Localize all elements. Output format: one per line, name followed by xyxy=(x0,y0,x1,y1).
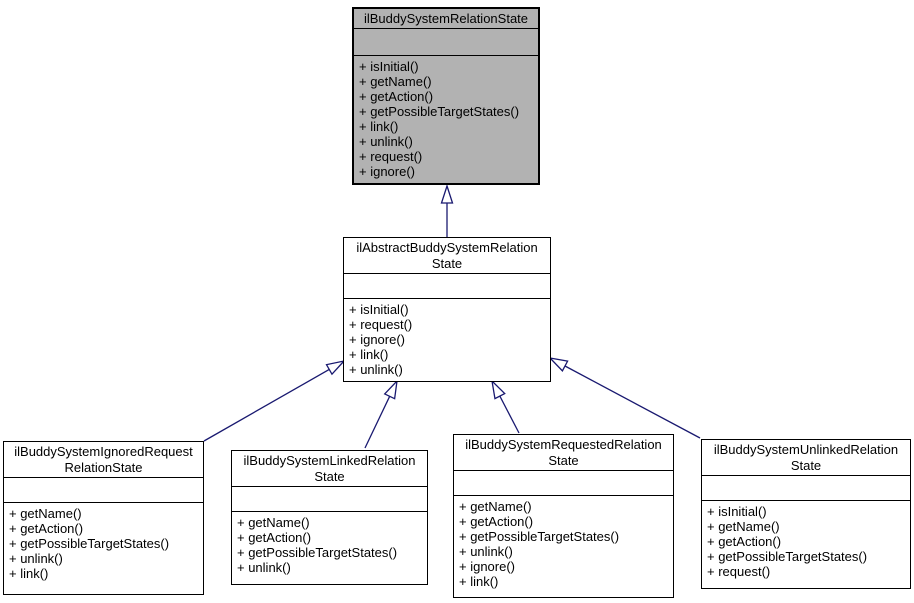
class-box-ilAbstractBuddySystemRelationState[interactable]: ilAbstractBuddySystemRelation State + is… xyxy=(343,237,551,382)
inheritance-edge-line-ilBuddySystemIgnoredRequestRelationState xyxy=(203,368,330,442)
class-methods: + isInitial()+ getName()+ getAction()+ g… xyxy=(702,501,910,588)
method-label: + getAction() xyxy=(9,521,84,536)
inheritance-arrowhead-icon xyxy=(548,357,569,372)
method-label: + getPossibleTargetStates() xyxy=(707,549,868,564)
method-label: + getName() xyxy=(707,519,780,534)
inheritance-edge-line-ilBuddySystemRequestedRelationState xyxy=(499,395,520,434)
inheritance-edge-line-ilBuddySystemLinkedRelationState xyxy=(364,396,391,449)
class-methods: + isInitial()+ request()+ ignore()+ link… xyxy=(344,299,550,381)
method-label: + ignore() xyxy=(349,332,405,347)
method-label: + link() xyxy=(9,566,49,581)
class-title: ilBuddySystemUnlinkedRelation State xyxy=(713,442,899,473)
method-label: + getPossibleTargetStates() xyxy=(359,104,520,119)
method-label: + isInitial() xyxy=(349,302,409,317)
method-label: + request() xyxy=(349,317,413,332)
method-label: + link() xyxy=(349,347,389,362)
method-label: + ignore() xyxy=(359,164,415,179)
method-label: + getPossibleTargetStates() xyxy=(9,536,170,551)
method-label: + unlink() xyxy=(9,551,63,566)
method-label: + isInitial() xyxy=(707,504,767,519)
class-attributes-empty xyxy=(454,470,673,496)
method-label: + getName() xyxy=(459,499,532,514)
method-label: + ignore() xyxy=(459,559,515,574)
method-label: + unlink() xyxy=(237,560,291,575)
class-methods: + isInitial()+ getName()+ getAction()+ g… xyxy=(354,56,538,183)
class-title: ilBuddySystemIgnoredRequest RelationStat… xyxy=(14,444,193,475)
class-title: ilBuddySystemLinkedRelation State xyxy=(243,453,416,484)
inheritance-arrowhead-icon xyxy=(325,359,346,376)
class-title: ilAbstractBuddySystemRelation State xyxy=(356,240,538,271)
method-label: + getPossibleTargetStates() xyxy=(459,529,620,544)
class-methods: + getName()+ getAction()+ getPossibleTar… xyxy=(454,496,673,597)
class-box-ilBuddySystemLinkedRelationState[interactable]: ilBuddySystemLinkedRelation State + getN… xyxy=(231,450,428,585)
class-methods: + getName()+ getAction()+ getPossibleTar… xyxy=(4,503,203,594)
class-title: ilBuddySystemRequestedRelation State xyxy=(465,437,662,468)
inheritance-arrowhead-icon xyxy=(383,379,398,400)
method-label: + getPossibleTargetStates() xyxy=(237,545,398,560)
class-attributes-empty xyxy=(354,28,538,56)
method-label: + request() xyxy=(359,149,423,164)
method-label: + getAction() xyxy=(237,530,312,545)
method-label: + unlink() xyxy=(359,134,413,149)
method-label: + unlink() xyxy=(459,544,513,559)
inheritance-edge-line-ilBuddySystemUnlinkedRelationState xyxy=(564,365,701,439)
method-label: + getName() xyxy=(9,506,82,521)
method-label: + link() xyxy=(459,574,499,589)
class-title: ilBuddySystemRelationState xyxy=(363,11,529,26)
class-attributes-empty xyxy=(344,273,550,299)
method-label: + getAction() xyxy=(459,514,534,529)
method-label: + unlink() xyxy=(349,362,403,377)
method-label: + getAction() xyxy=(359,89,434,104)
class-box-ilBuddySystemUnlinkedRelationState[interactable]: ilBuddySystemUnlinkedRelation State + is… xyxy=(701,439,911,589)
class-box-ilBuddySystemRequestedRelationState[interactable]: ilBuddySystemRequestedRelation State + g… xyxy=(453,434,674,598)
class-box-ilBuddySystemIgnoredRequestRelationState[interactable]: ilBuddySystemIgnoredRequest RelationStat… xyxy=(3,441,204,595)
method-label: + getName() xyxy=(237,515,310,530)
method-label: + getAction() xyxy=(707,534,782,549)
class-attributes-empty xyxy=(702,475,910,501)
method-label: + isInitial() xyxy=(359,59,419,74)
method-label: + request() xyxy=(707,564,771,579)
class-attributes-empty xyxy=(232,486,427,512)
class-attributes-empty xyxy=(4,477,203,503)
class-methods: + getName()+ getAction()+ getPossibleTar… xyxy=(232,512,427,584)
inheritance-arrowhead-icon xyxy=(440,183,454,204)
method-label: + getName() xyxy=(359,74,432,89)
method-label: + link() xyxy=(359,119,399,134)
inheritance-arrowhead-icon xyxy=(491,379,506,400)
class-box-ilBuddySystemRelationState[interactable]: ilBuddySystemRelationState + isInitial()… xyxy=(352,7,540,185)
